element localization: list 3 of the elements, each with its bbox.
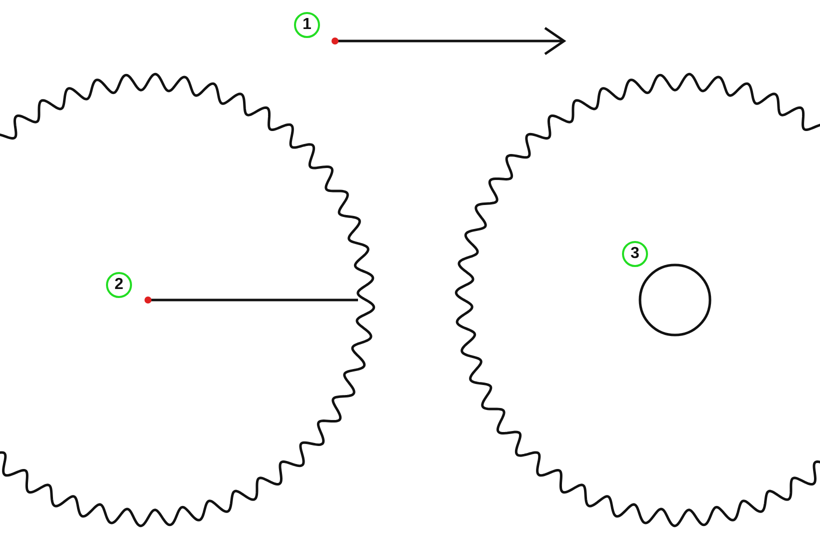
callout-number: 2: [106, 272, 132, 298]
callout-number: 1: [294, 12, 320, 38]
callout-number: 3: [622, 241, 648, 267]
